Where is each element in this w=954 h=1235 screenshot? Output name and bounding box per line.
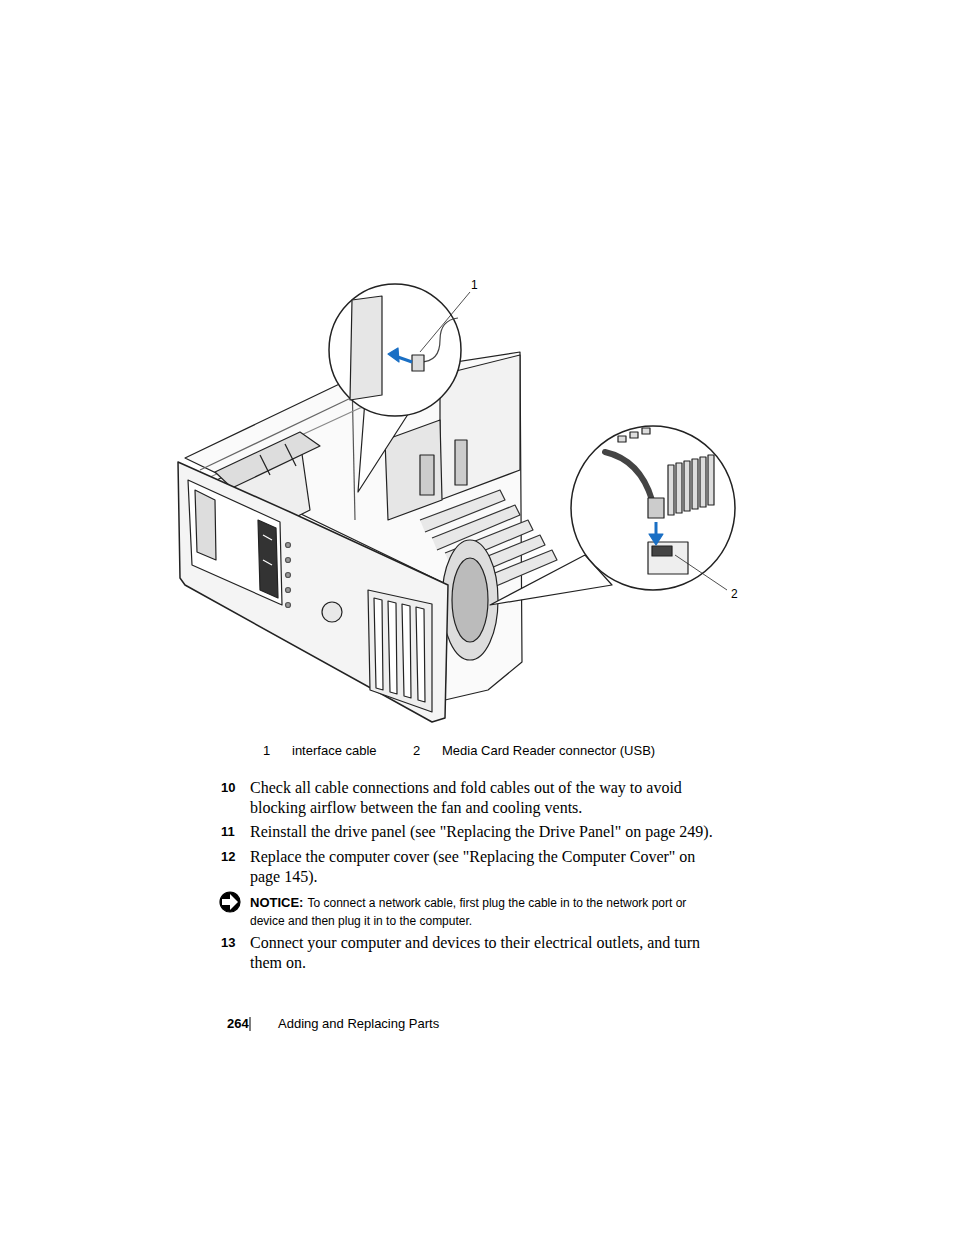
step-number: 10: [221, 780, 235, 795]
step-text: Reinstall the drive panel (see "Replacin…: [250, 822, 730, 842]
step-text: Check all cable connections and fold cab…: [250, 778, 710, 817]
running-footer: Adding and Replacing Parts: [278, 1016, 439, 1031]
step-number: 11: [221, 824, 235, 839]
step-text: Connect your computer and devices to the…: [250, 933, 710, 972]
step-text: Replace the computer cover (see "Replaci…: [250, 847, 700, 886]
notice-text: To connect a network cable, first plug t…: [250, 896, 686, 928]
part-name: Media Card Reader connector (USB): [442, 743, 655, 758]
step-number: 13: [221, 935, 235, 950]
callout-number: 1: [471, 278, 478, 292]
callout-number: 2: [731, 587, 738, 601]
notice-heading: NOTICE:: [250, 895, 303, 910]
part-name: interface cable: [292, 743, 377, 758]
legend-number: 2: [413, 743, 420, 758]
notice-block: NOTICE: To connect a network cable, firs…: [250, 893, 718, 929]
legend-number: 1: [263, 743, 270, 758]
step-number: 12: [221, 849, 235, 864]
page-number: 264: [227, 1016, 249, 1031]
